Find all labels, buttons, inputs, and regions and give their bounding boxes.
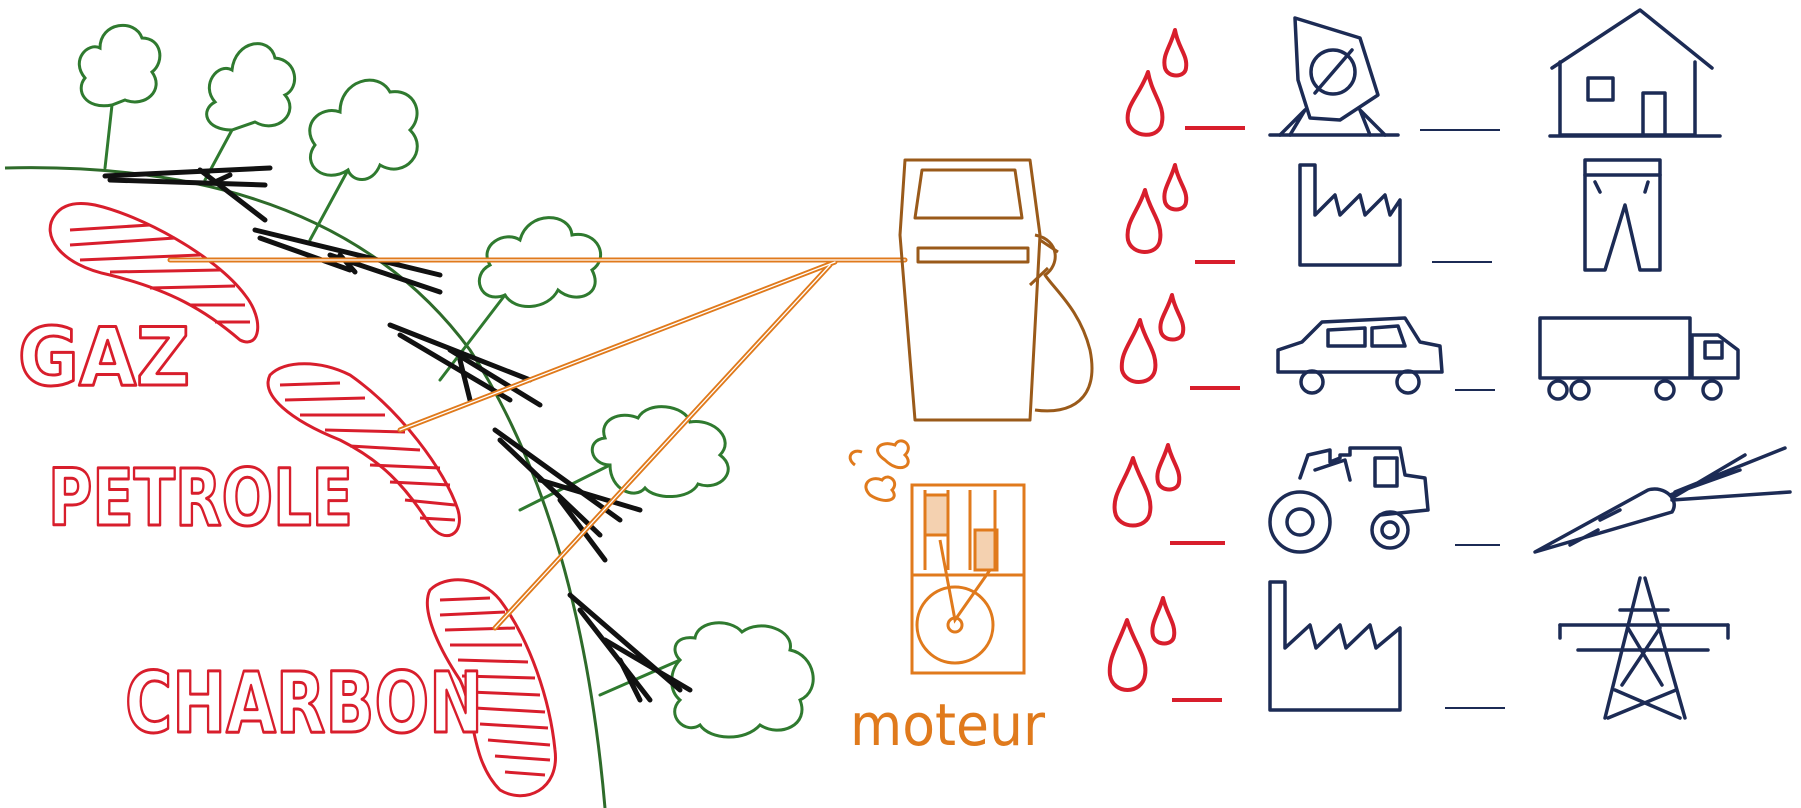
drop-pair-1: [1125, 28, 1245, 137]
carrot-icon: [1533, 446, 1792, 554]
oil-drops: [1107, 28, 1245, 702]
drop-pair-5: [1107, 596, 1222, 702]
moteur-label: moteur: [850, 691, 1045, 759]
drop-pair-4: [1112, 443, 1225, 545]
connector-lines: [1420, 129, 1505, 709]
cement-mixer-icon: [1268, 16, 1400, 137]
truck-icon: [1538, 316, 1740, 401]
tree-roots: [102, 165, 693, 703]
charbon-label: CHARBON: [125, 654, 483, 752]
fuel-pump-icon: [898, 158, 1094, 422]
car-icon: [1276, 316, 1444, 395]
trousers-icon: [1583, 158, 1662, 272]
drop-pair-3: [1119, 293, 1240, 390]
house-icon: [1548, 8, 1722, 138]
drop-pair-2: [1125, 163, 1235, 264]
tree-icon: [203, 42, 297, 182]
trees: [77, 23, 815, 739]
tractor-icon: [1268, 446, 1430, 554]
power-pylon-icon: [1558, 576, 1730, 720]
petrole-label: PETROLE: [48, 454, 353, 544]
gaz-label: GAZ: [18, 311, 190, 404]
tree-icon: [598, 621, 815, 739]
fuel-deposits: [48, 201, 557, 798]
coal-deposit: [425, 578, 557, 798]
tree-icon: [518, 405, 730, 512]
extraction-pipes: [167, 257, 908, 631]
tree-icon: [308, 78, 419, 242]
factory-icon: [1268, 580, 1402, 712]
tree-icon: [77, 23, 162, 170]
gas-deposit: [48, 201, 260, 344]
factory-icon: [1298, 163, 1402, 267]
petroleum-deposit: [266, 362, 461, 538]
engine-icon: [848, 439, 1026, 675]
